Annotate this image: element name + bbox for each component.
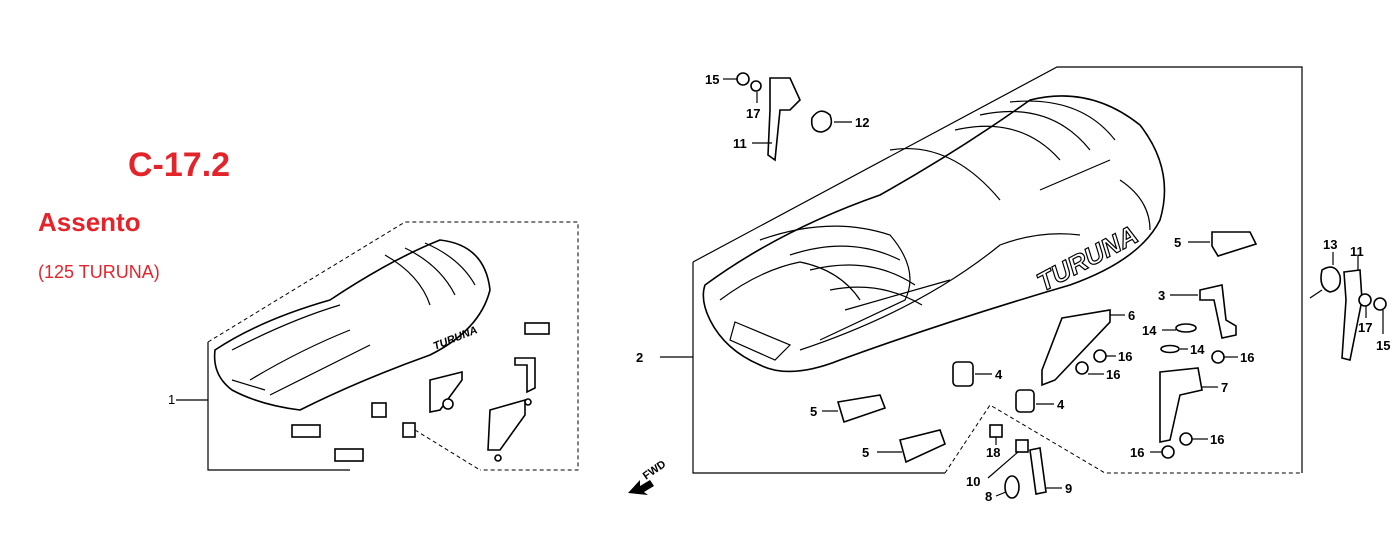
callout-4a: 4 (995, 367, 1003, 382)
callout-5c: 5 (862, 445, 869, 460)
overview-group: 1 TURUNA (168, 221, 579, 471)
fwd-label: FWD (641, 458, 668, 482)
ov-part-nut-b (494, 454, 502, 462)
diagram-code: C-17.2 (128, 146, 231, 184)
ov-part-bracket-c (429, 370, 463, 413)
callout-11a: 11 (733, 136, 747, 151)
callout-17a: 17 (746, 106, 760, 121)
ov-part-block-a (291, 424, 321, 438)
callout-14b: 14 (1190, 342, 1205, 357)
overview-seat: TURUNA (213, 239, 491, 411)
fwd-arrow-icon: FWD (628, 458, 668, 495)
leader-8 (995, 491, 1007, 497)
callout-16a: 16 (1118, 349, 1132, 364)
part-16-nut-a (1093, 349, 1107, 363)
ov-part-nut-a (524, 398, 532, 406)
part-16-nut-c (1211, 350, 1225, 364)
part-18-bolt (989, 424, 1003, 438)
callout-16c: 16 (1240, 350, 1254, 365)
callout-9: 9 (1065, 481, 1072, 496)
part-14-washer-b (1160, 344, 1180, 354)
overview-frame-left (207, 342, 350, 471)
ov-part-rubber-b (402, 422, 416, 438)
part-17-washer-b (1358, 293, 1372, 307)
part-13-tail (1309, 289, 1323, 299)
callout-11b: 11 (1350, 244, 1364, 259)
ov-part-bracket-a (524, 322, 550, 335)
part-13-spring (1320, 266, 1342, 293)
part-5-bracket-top (1211, 231, 1258, 257)
part-17-washer (750, 80, 762, 92)
part-3-bracket (1199, 284, 1237, 339)
part-10-clip (1015, 439, 1029, 453)
callout-18: 18 (986, 445, 1000, 460)
callout-1: 1 (168, 392, 175, 407)
part-16-nut-e (1161, 445, 1175, 459)
callout-14a: 14 (1142, 323, 1157, 338)
part-8-ring (1004, 475, 1020, 499)
part-4-rubber-b (1015, 389, 1035, 413)
callout-4b: 4 (1057, 397, 1065, 412)
callout-17b: 17 (1358, 320, 1372, 335)
callout-10: 10 (966, 474, 980, 489)
detail-group: 2 TURUNA (628, 66, 1390, 504)
part-16-nut-b (1075, 361, 1089, 375)
part-14-washer-a (1175, 323, 1197, 333)
callout-8: 8 (985, 489, 992, 504)
callout-15a: 15 (705, 72, 719, 87)
callout-13: 13 (1323, 237, 1337, 252)
ov-part-spring (442, 398, 454, 410)
callout-6: 6 (1128, 308, 1135, 323)
part-11-hook (767, 77, 801, 162)
ov-part-block-b (334, 448, 364, 462)
part-7-bracket (1159, 367, 1203, 443)
part-6-bracket (1041, 309, 1111, 387)
part-9-pin (1029, 447, 1047, 495)
part-4-rubber-a (952, 361, 974, 387)
part-5-block-a (836, 394, 887, 424)
callout-5a: 5 (1174, 235, 1181, 250)
callout-3: 3 (1158, 288, 1165, 303)
part-15-nut (736, 72, 750, 86)
model-subtitle: (125 TURUNA) (38, 262, 160, 282)
part-12-spring (810, 110, 833, 133)
ov-part-rubber-a (371, 402, 387, 418)
callout-2: 2 (636, 350, 643, 365)
callout-16e: 16 (1130, 445, 1144, 460)
ov-part-bracket-d (487, 398, 526, 451)
callout-15b: 15 (1376, 338, 1390, 353)
part-5-block-b (899, 429, 946, 464)
overview-frame-dash-b (414, 429, 481, 471)
callout-16b: 16 (1106, 367, 1120, 382)
diagram-title: Assento (38, 207, 141, 237)
detail-frame-top (692, 66, 1303, 473)
callout-12: 12 (855, 115, 869, 130)
part-16-nut-d (1179, 432, 1193, 446)
ov-part-bracket-b (514, 357, 536, 394)
detail-frame-left (692, 262, 945, 474)
detail-frame-bottom (944, 404, 1302, 474)
callout-16d: 16 (1210, 432, 1224, 447)
callout-7: 7 (1221, 380, 1228, 395)
part-11-latch (1341, 269, 1363, 361)
leader-10 (987, 451, 1019, 479)
callout-5b: 5 (810, 404, 817, 419)
part-15-nut-b (1373, 297, 1387, 311)
